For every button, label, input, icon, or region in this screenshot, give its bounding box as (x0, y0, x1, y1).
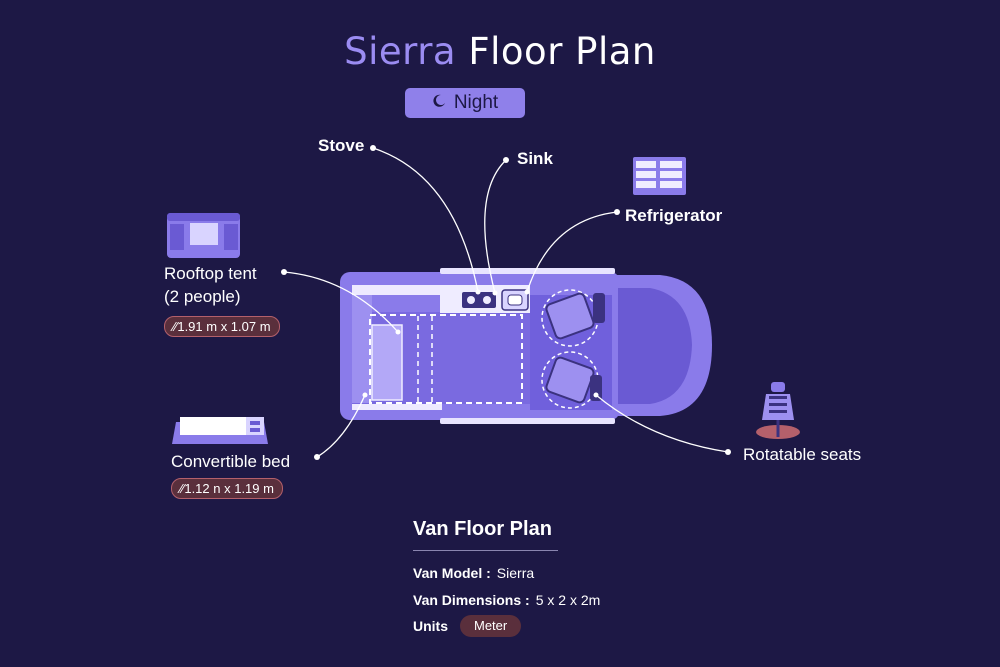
van-model-key: Van Model : (413, 565, 491, 581)
van-dimensions-row: Van Dimensions : 5 x 2 x 2m (413, 592, 600, 608)
seat-icon (756, 382, 800, 439)
seats-connector (595, 394, 729, 453)
title-rest: Floor Plan (468, 30, 656, 73)
stove-connector (372, 147, 479, 293)
bed-icon (172, 417, 268, 444)
rooftop-tent-dimensions: 1.91 m x 1.07 m (177, 319, 271, 334)
refrigerator-connector (526, 211, 618, 293)
rotatable-seats-label: Rotatable seats (743, 445, 862, 464)
van-dimensions-value: 5 x 2 x 2m (535, 592, 601, 608)
rooftop-tent-connector (283, 271, 399, 333)
bed-connector (316, 394, 366, 458)
bed-dimensions-badge: ∕∕1.12 n x 1.19 m (171, 478, 283, 499)
units-row: Units Meter (413, 615, 522, 637)
units-selector[interactable]: Meter (460, 615, 522, 637)
rooftop-tent-capacity: (2 people) (164, 287, 241, 306)
connector-dots (281, 145, 731, 460)
van-model-row: Van Model : Sierra (413, 565, 534, 581)
ruler-icon: ∕∕ (180, 481, 185, 496)
rooftop-tent-label: Rooftop tent (164, 264, 257, 283)
page-title: Sierra Floor Plan (0, 30, 1000, 73)
convertible-bed-label: Convertible bed (171, 452, 291, 471)
refrigerator-icon (633, 157, 686, 195)
van-body (340, 268, 712, 424)
connector-lines (283, 147, 729, 458)
night-mode-toggle[interactable]: Night (405, 88, 525, 118)
moon-icon (432, 92, 446, 114)
refrigerator-label: Refrigerator (625, 206, 723, 225)
mode-label: Night (453, 92, 499, 113)
rooftop-tent-icon (167, 213, 240, 258)
ruler-icon: ∕∕ (173, 319, 178, 334)
info-title: Van Floor Plan (413, 518, 552, 540)
bed-dimensions: 1.12 n x 1.19 m (184, 481, 274, 496)
van-model-value: Sierra (496, 565, 535, 581)
sink-connector (484, 159, 507, 294)
stove-label: Stove (318, 136, 365, 155)
units-key: Units (413, 618, 448, 634)
info-divider (413, 550, 558, 551)
rooftop-tent-dimensions-badge: ∕∕1.91 m x 1.07 m (164, 316, 280, 337)
van-dimensions-key: Van Dimensions : (413, 592, 530, 608)
title-accent: Sierra (344, 30, 457, 73)
sink-label: Sink (517, 149, 553, 168)
